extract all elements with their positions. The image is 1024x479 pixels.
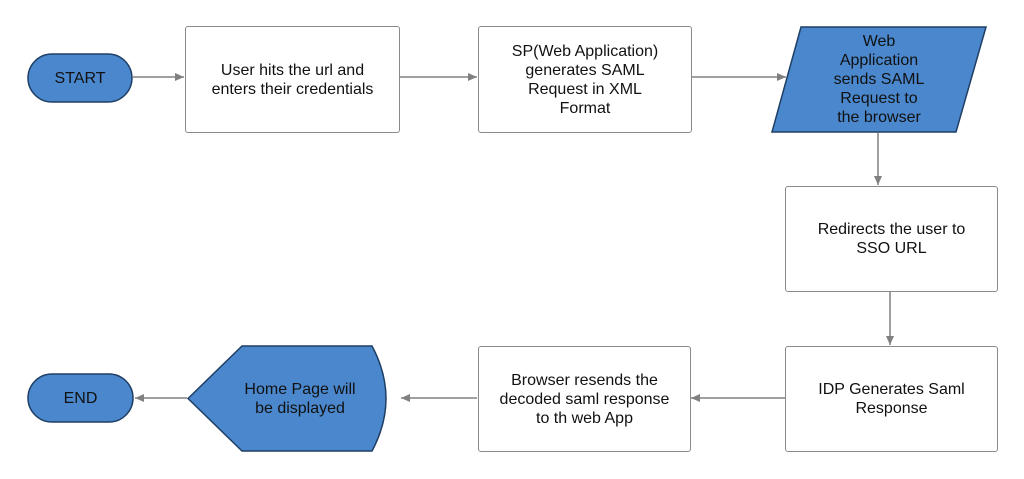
web-app-sends-request-label: Web Application sends SAML Request to th… — [833, 33, 925, 126]
idp-generates-response-label: IDP Generates Saml Response — [818, 381, 965, 417]
user-hits-url-box: User hits the url and enters their crede… — [185, 26, 400, 133]
sp-generates-request-label: SP(Web Application) generates SAML Reque… — [511, 42, 659, 117]
end-label: END — [63, 389, 98, 407]
parallelogram-shape — [771, 26, 987, 133]
end-shape — [27, 373, 134, 423]
redirect-sso-label: Redirects the user to SSO URL — [817, 221, 966, 257]
home-page-label: Home Page will be displayed — [244, 380, 356, 417]
browser-resends-label: Browser resends the decoded saml respons… — [499, 371, 670, 427]
redirect-sso-box: Redirects the user to SSO URL — [785, 186, 998, 292]
idp-generates-response-box: IDP Generates Saml Response — [785, 346, 998, 452]
end-terminator: END — [27, 373, 134, 423]
browser-resends-box: Browser resends the decoded saml respons… — [478, 346, 691, 452]
web-app-sends-request-parallelogram: Web Application sends SAML Request to th… — [771, 26, 987, 133]
start-label: START — [54, 69, 106, 87]
sp-generates-request-box: SP(Web Application) generates SAML Reque… — [478, 26, 692, 133]
home-page-display: Home Page will be displayed — [186, 345, 401, 452]
user-hits-url-label: User hits the url and enters their crede… — [211, 61, 374, 98]
start-terminator: START — [27, 53, 133, 103]
display-shape — [186, 345, 387, 452]
start-shape — [27, 53, 133, 103]
